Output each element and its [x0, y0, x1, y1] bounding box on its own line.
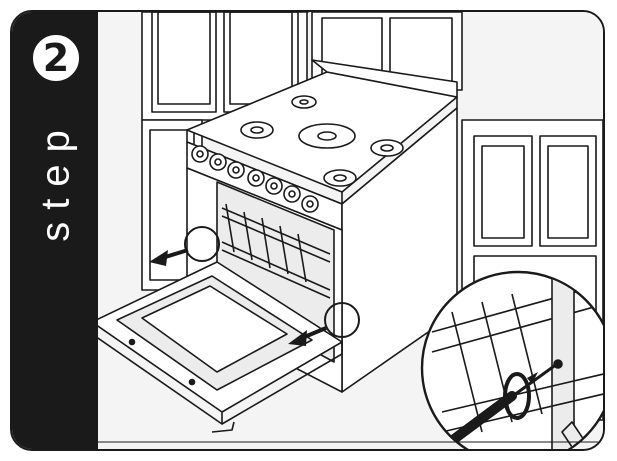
hinge-highlight-right	[324, 302, 360, 338]
step-number-badge: 2	[30, 32, 82, 84]
oven-door-open	[98, 261, 343, 433]
step-side-tab: 2 step	[12, 12, 98, 449]
step-label: step	[33, 118, 78, 242]
arrow-left-icon	[149, 248, 189, 266]
instruction-card: 2 step	[10, 10, 605, 451]
step-number: 2	[42, 36, 70, 80]
range-body	[186, 59, 458, 393]
hinge-highlight-left	[184, 226, 220, 262]
range-illustration	[98, 12, 603, 449]
arrow-right-icon	[288, 326, 327, 346]
control-knobs	[191, 145, 319, 213]
